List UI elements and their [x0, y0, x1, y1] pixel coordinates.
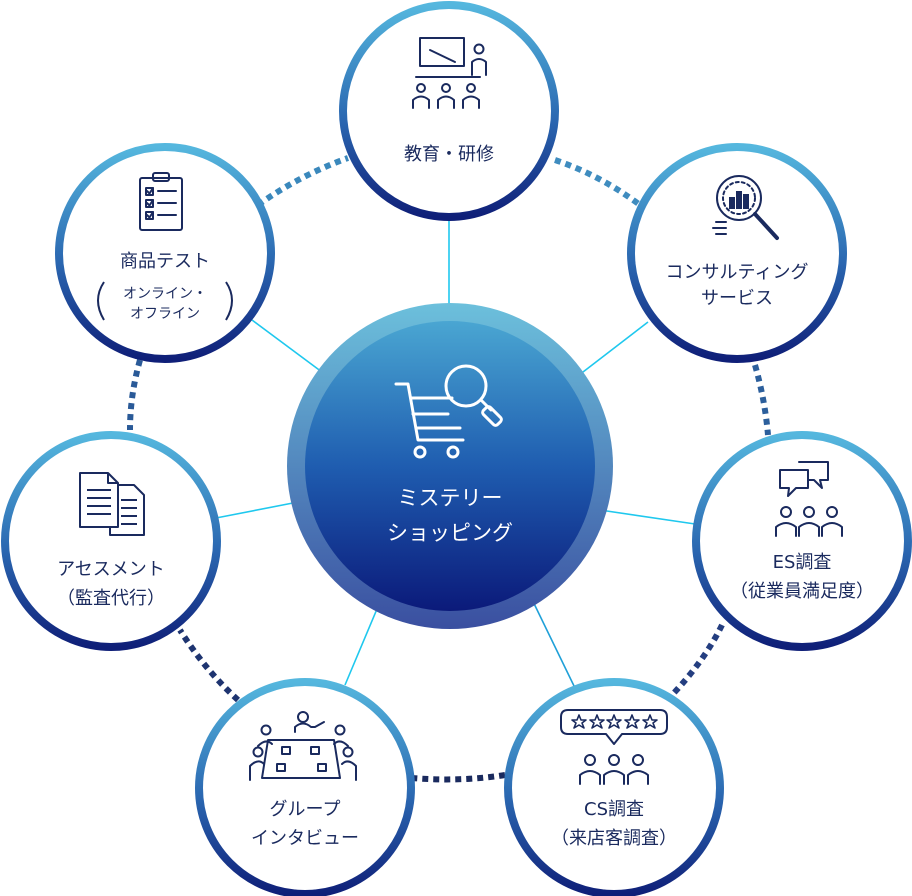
checklist-clipboard-icon	[139, 172, 183, 231]
star-rating-people-icon	[560, 709, 668, 785]
dotted-arc-product-education	[256, 155, 350, 208]
dotted-arc-es-cs	[669, 623, 725, 698]
consulting-label-line1: コンサルティング	[666, 262, 809, 283]
node-consulting: コンサルティング サービス	[627, 143, 847, 363]
product-sub-line2: オフライン	[130, 306, 200, 322]
cs-label-line1: CS調査	[584, 799, 644, 820]
consulting-label-line2: サービス	[701, 288, 773, 309]
meeting-table-icon	[249, 711, 357, 781]
node-product: 商品テスト オンライン・ オフライン	[55, 143, 275, 363]
product-label-line1: 商品テスト	[120, 251, 210, 272]
group-label-line1: グループ	[270, 799, 341, 820]
connector-product	[251, 319, 331, 379]
dotted-ring	[127, 155, 771, 783]
assessment-label-line2: （監査代行）	[57, 588, 165, 609]
dotted-arc-group-assessment	[177, 628, 241, 703]
presentation-audience-icon	[412, 37, 487, 109]
group-label-line2: インタビュー	[251, 828, 359, 849]
node-cs: CS調査 （来店客調査）	[504, 678, 724, 896]
speech-bubbles-people-icon	[775, 461, 843, 537]
es-label-line1: ES調査	[773, 552, 832, 573]
connector-es	[599, 509, 696, 525]
five-stars-icon	[571, 714, 658, 729]
dotted-arc-education-consulting	[554, 157, 642, 208]
right-paren	[225, 281, 233, 321]
dotted-arc-consulting-es	[752, 364, 771, 436]
product-sub-line1: オンライン・	[123, 286, 207, 302]
dotted-arc-cs-group	[411, 772, 506, 783]
node-assessment: アセスメント （監査代行）	[1, 431, 221, 651]
documents-icon	[79, 472, 145, 536]
node-group: グループ インタビュー	[195, 678, 415, 896]
node-es: ES調査 （従業員満足度）	[692, 431, 912, 651]
cs-label-line2: （来店客調査）	[551, 828, 677, 849]
connector-assessment	[215, 501, 299, 519]
education-label: 教育・研修	[404, 144, 494, 165]
node-education: 教育・研修	[339, 1, 559, 221]
magnifier-chart-icon	[712, 175, 779, 240]
center-title-line1: ミステリー	[398, 486, 503, 510]
shopping-cart-search-icon	[394, 364, 503, 459]
left-paren	[97, 281, 105, 321]
center-node: ミステリー ショッピング	[287, 303, 613, 629]
dotted-arc-assessment-product	[127, 359, 143, 431]
es-label-line2: （従業員満足度）	[730, 581, 874, 602]
center-title-line2: ショッピング	[387, 521, 513, 545]
assessment-label-line1: アセスメント	[57, 559, 165, 580]
